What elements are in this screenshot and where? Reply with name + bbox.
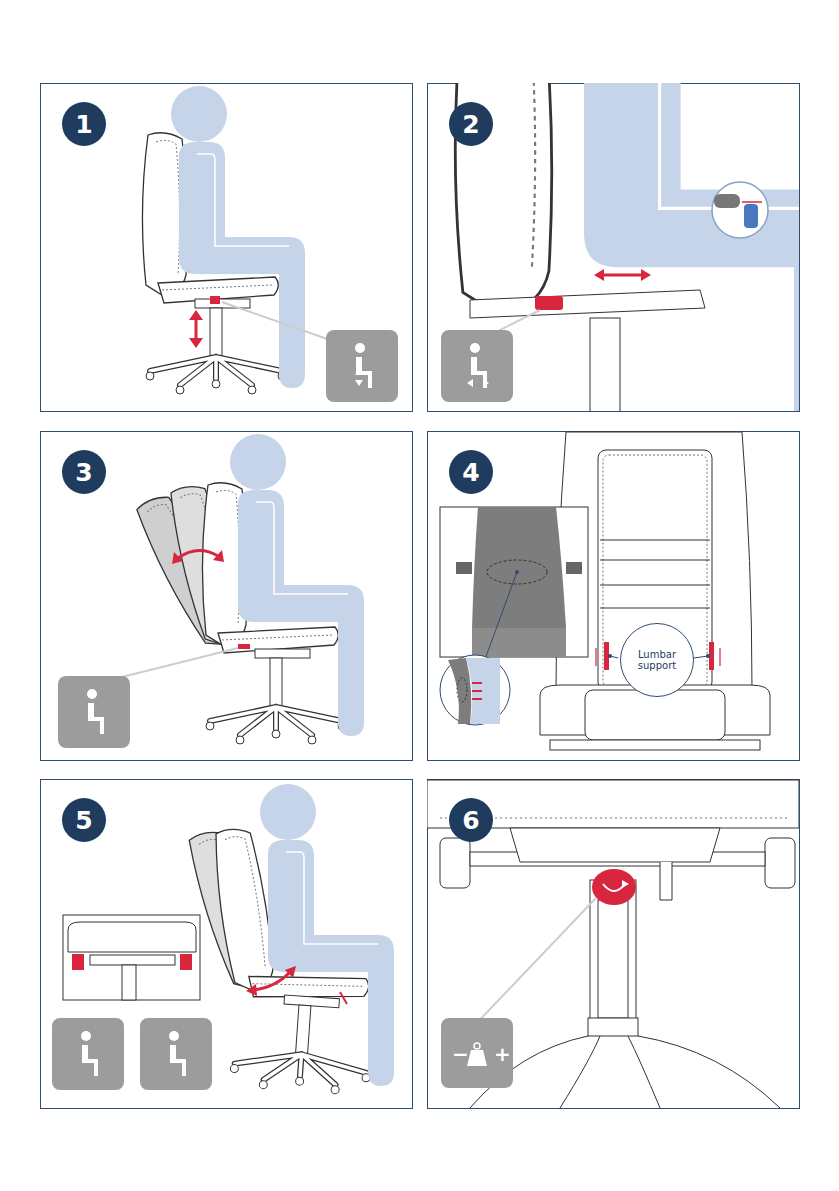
step-number: 6 <box>462 808 479 833</box>
callout-circle: Lumbar support <box>620 623 694 697</box>
icon-sign: + <box>494 1044 511 1064</box>
step-number: 4 <box>462 460 479 485</box>
step-number: 3 <box>75 460 92 485</box>
step-number-badge: 5 <box>62 798 106 842</box>
step-number-badge: 3 <box>62 450 106 494</box>
step-number-badge: 1 <box>62 102 106 146</box>
step-number: 1 <box>75 112 92 137</box>
icon-sign: − <box>452 1044 469 1064</box>
callout-text: Lumbar support <box>630 649 684 672</box>
step-number-badge: 4 <box>449 450 493 494</box>
step-number-badge: 6 <box>449 798 493 842</box>
step-number: 5 <box>75 808 92 833</box>
step-number-badge: 2 <box>449 102 493 146</box>
step-number: 2 <box>462 112 479 137</box>
